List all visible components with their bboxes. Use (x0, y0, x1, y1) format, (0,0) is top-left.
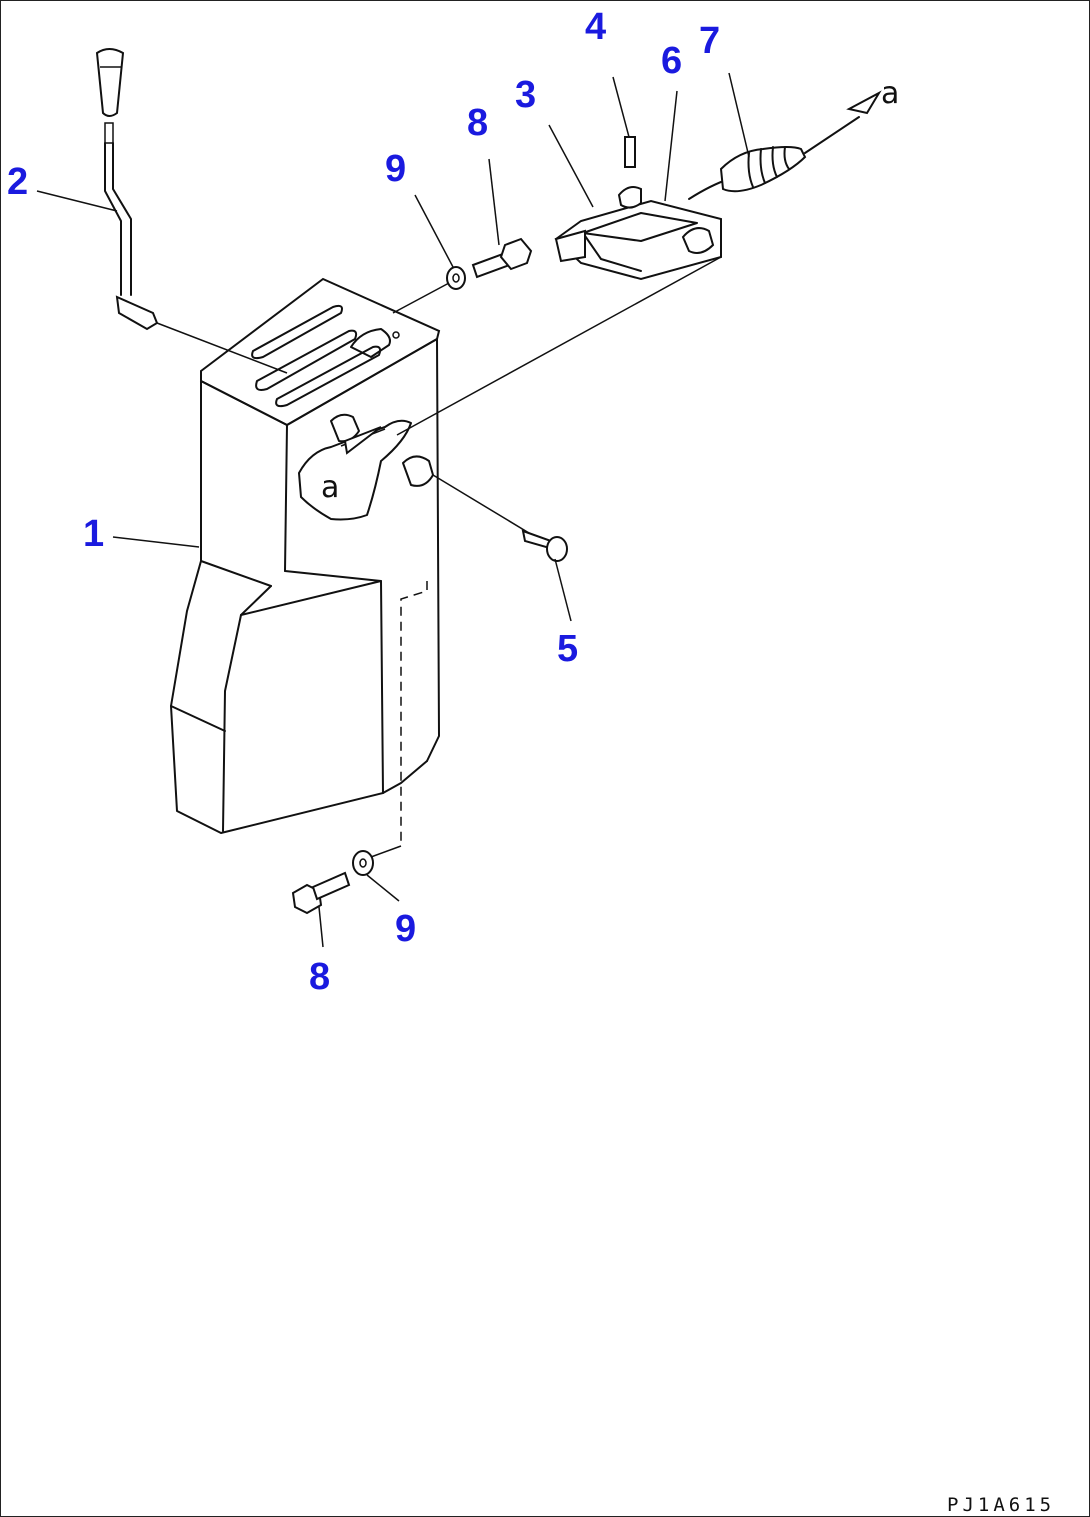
connection-ref-a-body: a (321, 470, 339, 505)
callout-8-top: 8 (467, 102, 488, 144)
callout-7: 7 (699, 20, 720, 62)
connection-ref-a-top: a (881, 76, 899, 111)
control-lever-part (95, 48, 159, 331)
callout-8-bottom: 8 (309, 956, 330, 998)
callout-1: 1 (83, 513, 104, 555)
callout-6: 6 (661, 40, 682, 82)
callout-5: 5 (557, 628, 578, 670)
drawing-code: PJ1A615 (947, 1494, 1055, 1516)
callout-9-top: 9 (385, 148, 406, 190)
pin-part (624, 136, 636, 168)
bracket-plate-part (554, 186, 722, 281)
bolt-part-bottom (291, 871, 351, 915)
washer-part-bottom (352, 850, 374, 876)
assembly-guide-lines (156, 256, 722, 858)
washer-part-top (446, 266, 466, 290)
callout-9-bottom: 9 (395, 908, 416, 950)
pin-bolt-part (521, 529, 568, 562)
leader-lines (36, 72, 750, 948)
bolt-part-top (471, 237, 533, 279)
callout-labels: 1 2 3 4 5 6 7 8 8 9 9 (7, 6, 720, 998)
cable-part (688, 90, 882, 200)
callout-2: 2 (7, 161, 28, 203)
control-box-part (170, 277, 441, 846)
callout-4: 4 (585, 6, 606, 48)
callout-3: 3 (515, 74, 536, 116)
